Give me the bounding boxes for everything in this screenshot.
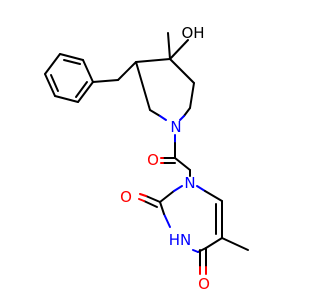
bond-c5-methyl: [221, 237, 249, 251]
bond-c3-c4: [135, 58, 171, 63]
bond-c6-n: [183, 107, 191, 117]
bond-aryl-ch2: [92, 79, 119, 83]
label-amide-o: O: [147, 151, 159, 169]
bond-benzene-6: [44, 53, 61, 75]
bonds: [44, 32, 249, 275]
bond-benzene-3: [77, 81, 94, 103]
bond-benzene-double-3: [50, 74, 59, 92]
bond-benzene-4: [54, 95, 79, 103]
bond-benzene-double-2: [75, 81, 88, 98]
bond-c2-n: [149, 109, 161, 117]
label-pyrimidine-n1: N: [184, 174, 195, 192]
bond-c6-n-colored: [179, 115, 185, 121]
bond-co-ch2: [174, 157, 191, 171]
label-pyrimidine-nh: HN: [169, 231, 192, 249]
bond-c5-c4: [205, 237, 223, 249]
bond-benzene-2: [82, 59, 94, 83]
bond-benzene-1: [59, 53, 84, 61]
label-hydroxyl: OH: [181, 24, 204, 42]
bond-c4-oh: [169, 39, 189, 60]
bond-c3-c2: [135, 61, 151, 111]
bond-c2-n-colored: [159, 115, 167, 121]
atom-labels: OH N O N O HN O: [120, 24, 210, 293]
bond-ch2-c3: [117, 61, 137, 81]
canvas-background: [0, 0, 300, 300]
bond-c2-n1: [159, 190, 175, 203]
bond-c2-o-1-colored: [139, 193, 147, 197]
bond-nh-c2: [159, 201, 165, 215]
bond-c2-o-2-colored: [138, 198, 145, 202]
bond-c4-nh-colored: [192, 249, 199, 253]
bond-nh-c2-colored: [163, 213, 171, 228]
bond-c4-methyl: [167, 32, 171, 60]
bond-n1-c6: [204, 190, 223, 202]
bond-c5-c6: [189, 82, 195, 109]
bond-benzene-5: [44, 73, 56, 97]
molecule-diagram: OH N O N O HN O: [0, 0, 300, 300]
bond-benzene-double-1: [63, 59, 81, 65]
bond-c4-c5: [169, 58, 195, 84]
label-piperidine-n: N: [170, 118, 181, 136]
bond-c2-n1-colored: [173, 185, 183, 192]
bond-n1-c6-colored: [196, 185, 206, 192]
label-pyrimidine-o2: O: [120, 188, 132, 206]
label-pyrimidine-o4: O: [198, 275, 210, 293]
bond-c2-o-2: [143, 200, 158, 208]
bond-c2-o-1: [145, 195, 161, 203]
